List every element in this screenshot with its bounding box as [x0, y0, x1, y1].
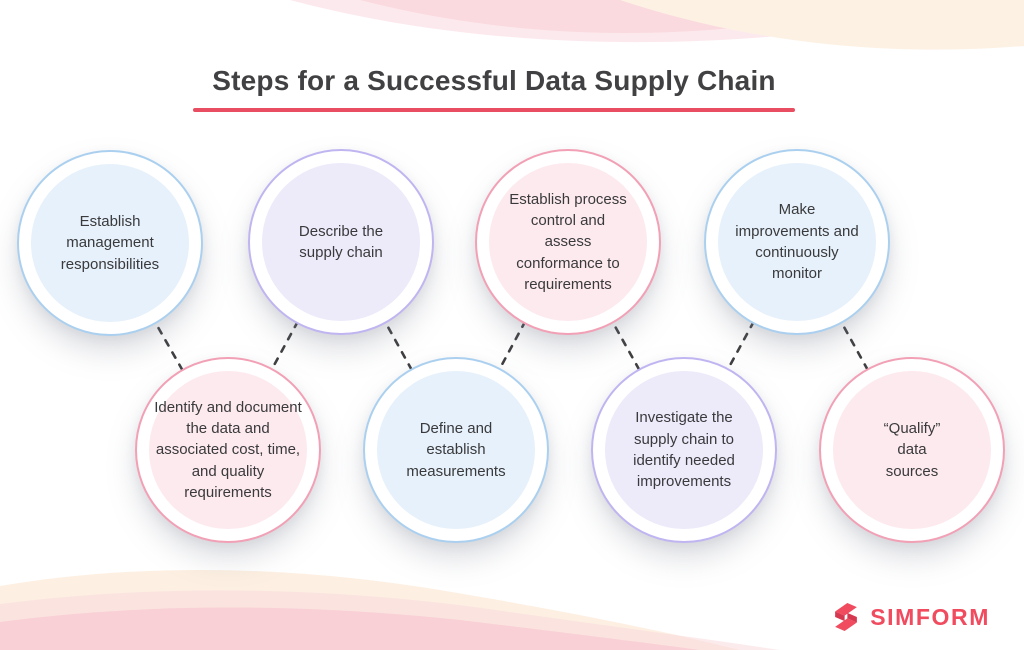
- bottom-wave-faint-pink: [0, 590, 780, 650]
- step-circle-8: “Qualify” data sources: [819, 357, 1005, 543]
- bottom-wave-pink: [0, 607, 700, 650]
- step-label: Investigate the supply chain to identify…: [633, 409, 735, 491]
- step-circle-1: Establish management responsibilities: [17, 150, 203, 336]
- step-circle-6: Investigate the supply chain to identify…: [591, 357, 777, 543]
- step-label: Establish management responsibilities: [60, 213, 160, 273]
- top-wave-peach: [620, 0, 1024, 50]
- bottom-wave-peach: [0, 569, 740, 650]
- step-label: Define and establish measurements: [406, 420, 506, 480]
- simform-s-icon: [835, 603, 858, 631]
- step-circle-2: Identify and document the data and assoc…: [135, 357, 321, 543]
- step-circle-4: Define and establish measurements: [363, 357, 549, 543]
- page-header: Steps for a Successful Data Supply Chain: [193, 64, 795, 112]
- page-title: Steps for a Successful Data Supply Chain: [212, 65, 776, 96]
- step-label: Identify and document the data and assoc…: [154, 398, 302, 501]
- step-label: Make improvements and continuously monit…: [735, 201, 859, 283]
- step-circle-3: Describe the supply chain: [248, 149, 434, 335]
- brand-name: SIMFORM: [870, 603, 990, 630]
- step-circle-7: Make improvements and continuously monit…: [704, 149, 890, 335]
- simform-logo: SIMFORM: [829, 600, 990, 634]
- title-underline: [193, 107, 795, 112]
- step-label: “Qualify” data sources: [883, 420, 941, 480]
- top-wave-faint-pink: [290, 0, 1024, 43]
- top-wave-pink: [360, 0, 1024, 33]
- step-label: Describe the supply chain: [298, 222, 384, 261]
- step-label: Establish process control and assess con…: [509, 190, 627, 293]
- step-circle-5: Establish process control and assess con…: [475, 149, 661, 335]
